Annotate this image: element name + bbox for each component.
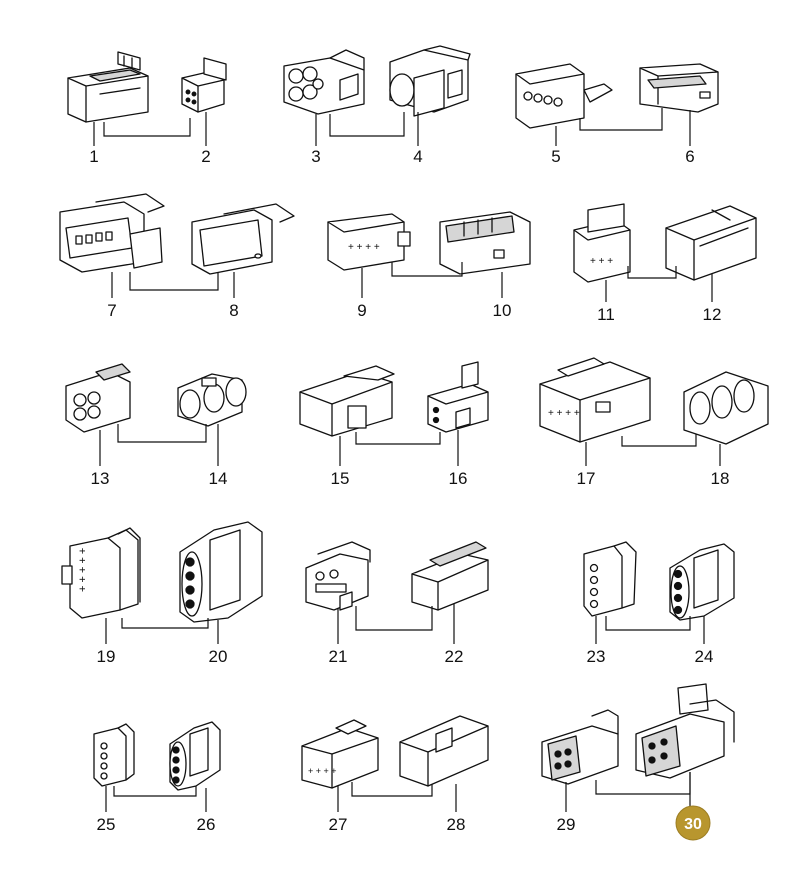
part-label-13: 13 xyxy=(91,469,110,488)
connector-housing-3 xyxy=(283,49,365,115)
part-label-23: 23 xyxy=(587,647,606,666)
connector-plug-2 xyxy=(181,57,227,113)
connector-plug-28 xyxy=(399,715,489,787)
part-label-2: 2 xyxy=(201,147,210,166)
svg-text:+ + + +: + + + + xyxy=(548,408,580,419)
connector-plug-8 xyxy=(191,203,295,275)
part-label-27: 27 xyxy=(329,815,348,834)
connector-plug-30 xyxy=(635,683,735,779)
part-label-1: 1 xyxy=(89,147,98,166)
connector-housing-7 xyxy=(59,193,165,273)
part-label-24: 24 xyxy=(695,647,714,666)
connector-housing-15 xyxy=(299,365,395,437)
connector-plug-26 xyxy=(169,721,221,791)
connector-plug-12 xyxy=(665,205,757,281)
part-label-15: 15 xyxy=(331,469,350,488)
highlight-badge-30[interactable]: 30 xyxy=(675,805,711,841)
part-label-21: 21 xyxy=(329,647,348,666)
connector-housing-21 xyxy=(305,541,371,611)
part-label-8: 8 xyxy=(229,301,238,320)
part-label-25: 25 xyxy=(97,815,116,834)
connector-plug-6 xyxy=(639,63,719,113)
connector-plug-16 xyxy=(427,361,489,433)
badge-circle xyxy=(675,805,711,841)
svg-text:+ + + + +: + + + + + xyxy=(77,548,89,592)
connector-housing-13 xyxy=(65,363,131,433)
part-label-11: 11 xyxy=(597,305,615,324)
part-label-10: 10 xyxy=(493,301,512,320)
part-label-14: 14 xyxy=(209,469,228,488)
part-label-16: 16 xyxy=(449,469,468,488)
connector-housing-17: + + + + xyxy=(539,357,651,443)
connector-plug-14 xyxy=(177,373,247,427)
connector-housing-11: + + + xyxy=(573,203,631,283)
part-label-3: 3 xyxy=(311,147,320,166)
part-label-4: 4 xyxy=(413,147,422,166)
part-label-22: 22 xyxy=(445,647,464,666)
part-label-28: 28 xyxy=(447,815,466,834)
part-label-17: 17 xyxy=(577,469,596,488)
connector-housing-1 xyxy=(67,51,149,123)
connector-plug-24 xyxy=(669,543,735,621)
part-label-30: 30 xyxy=(684,816,702,833)
connector-housing-29 xyxy=(541,709,619,785)
svg-text:+ + + +: + + + + xyxy=(348,242,380,253)
connector-housing-9: + + + + xyxy=(327,213,411,271)
part-label-18: 18 xyxy=(711,469,730,488)
part-label-20: 20 xyxy=(209,647,228,666)
part-label-5: 5 xyxy=(551,147,560,166)
connector-housing-5 xyxy=(515,63,613,129)
part-label-29: 29 xyxy=(557,815,576,834)
connector-housing-23 xyxy=(583,541,637,617)
connector-housing-19: + + + + + xyxy=(61,527,141,619)
part-label-12: 12 xyxy=(703,305,722,324)
connector-plug-10 xyxy=(439,211,531,275)
svg-text:+ + +: + + + xyxy=(590,256,613,267)
connector-plug-20 xyxy=(179,521,263,623)
part-label-7: 7 xyxy=(107,301,116,320)
part-labels: 1 2 3 4 5 6 7 8 9 10 11 12 13 14 15 16 1… xyxy=(89,147,729,834)
leader-lines xyxy=(93,110,721,812)
connector-housing-25 xyxy=(93,723,135,787)
svg-text:+ + + +: + + + + xyxy=(308,766,337,776)
part-label-26: 26 xyxy=(197,815,216,834)
connector-housing-27: + + + + xyxy=(301,719,379,789)
connector-plug-18 xyxy=(683,371,769,445)
part-label-19: 19 xyxy=(97,647,116,666)
connector-plug-4 xyxy=(389,45,471,117)
connector-plug-22 xyxy=(411,541,489,611)
part-label-9: 9 xyxy=(357,301,366,320)
part-label-6: 6 xyxy=(685,147,694,166)
